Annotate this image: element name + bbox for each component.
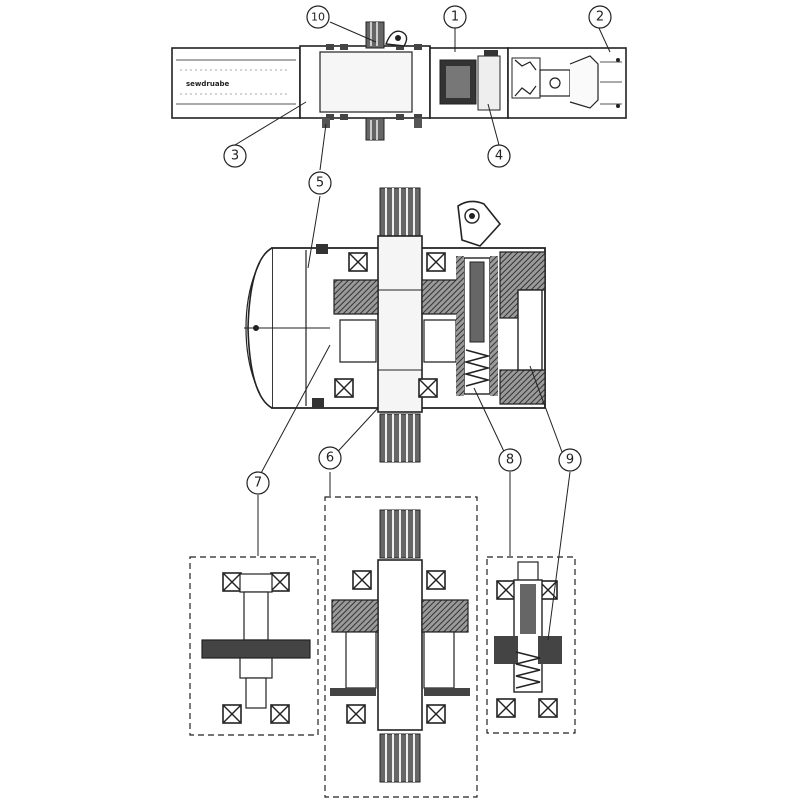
- svg-text:10: 10: [311, 11, 325, 24]
- shaft-stub-top: [365, 21, 385, 49]
- leader-lines: [234, 21, 611, 641]
- callout-8: 8: [498, 448, 522, 472]
- callout-4: 4: [487, 144, 511, 168]
- svg-text:3: 3: [231, 149, 239, 164]
- callout-2: 2: [588, 5, 612, 29]
- svg-text:5: 5: [316, 176, 324, 191]
- callout-9: 9: [558, 448, 582, 472]
- svg-text:8: 8: [506, 453, 514, 468]
- top-assembly-view: sewdruabe: [171, 21, 627, 141]
- svg-text:1: 1: [451, 10, 459, 25]
- detail-box-7: [189, 556, 319, 736]
- callout-7: 7: [246, 471, 270, 495]
- callout-1: 1: [443, 5, 467, 29]
- main-shaft: [377, 235, 423, 413]
- svg-text:9: 9: [566, 453, 574, 468]
- brand-label: sewdruabe: [186, 80, 230, 88]
- callout-5: 5: [308, 171, 332, 195]
- main-cross-section: [244, 187, 546, 463]
- callout-6: 6: [318, 446, 342, 470]
- svg-text:4: 4: [495, 149, 503, 164]
- svg-text:7: 7: [254, 476, 262, 491]
- svg-text:6: 6: [326, 451, 334, 466]
- shaft-stub-bottom: [365, 117, 385, 141]
- detail-box-9: [486, 556, 576, 734]
- callout-3: 3: [223, 144, 247, 168]
- detail-box-6: [324, 496, 478, 798]
- callout-10: 10: [306, 5, 330, 29]
- svg-text:2: 2: [596, 10, 604, 25]
